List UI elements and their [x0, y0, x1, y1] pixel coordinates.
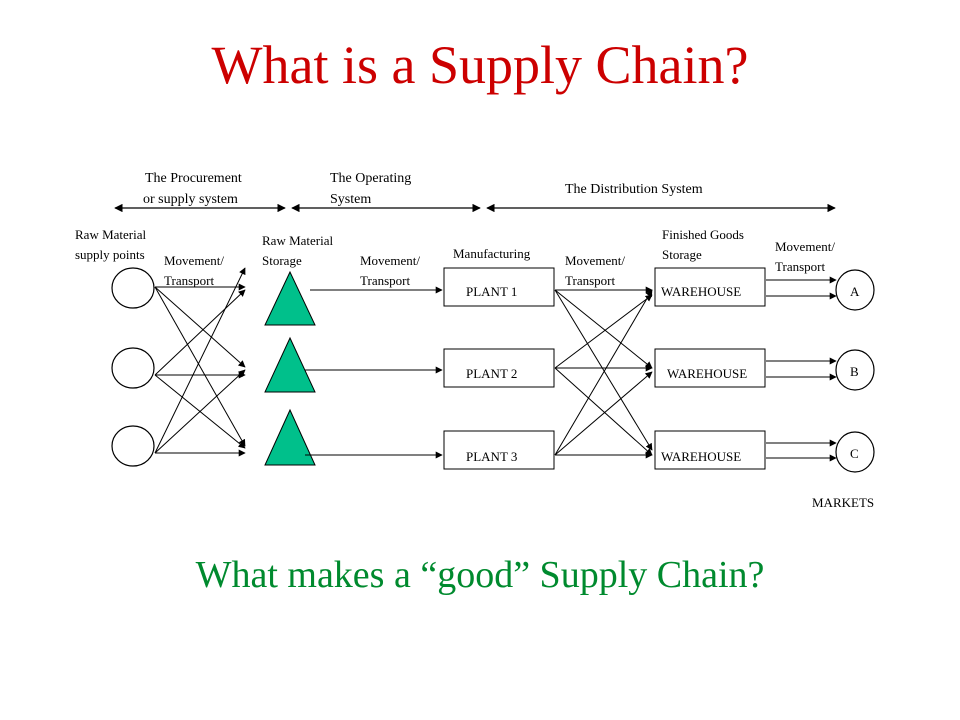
raw-storage-label-2: Storage: [262, 253, 302, 268]
movement-label-3a: Movement/: [565, 253, 625, 268]
supply-point-2: [111, 347, 155, 389]
movement-label-2b: Transport: [360, 273, 410, 288]
warehouse-3-label: WAREHOUSE: [661, 449, 741, 464]
plant-2: PLANT 2: [443, 348, 555, 388]
manufacturing-label: Manufacturing: [453, 246, 531, 261]
warehouse-1: WAREHOUSE: [654, 267, 766, 307]
slide-title: What is a Supply Chain?: [211, 35, 749, 95]
market-b-label: B: [850, 364, 859, 379]
storage-to-plant-arrows: [305, 286, 443, 459]
plant-3-label: PLANT 3: [466, 449, 517, 464]
procurement-label-1: The Procurement: [145, 171, 242, 186]
slide-subtitle: What makes a “good” Supply Chain?: [195, 554, 765, 596]
warehouse-2: WAREHOUSE: [654, 348, 766, 388]
raw-supply-label-2: supply points: [75, 247, 145, 262]
storage-triangle-2: [264, 336, 316, 393]
plant-2-label: PLANT 2: [466, 366, 517, 381]
movement-label-4a: Movement/: [775, 239, 835, 254]
storage-triangle-3: [264, 408, 316, 466]
market-a-label: A: [850, 284, 860, 299]
plant-3: PLANT 3: [443, 430, 555, 470]
procurement-label-2: or supply system: [143, 192, 238, 207]
supply-point-3: [111, 425, 155, 467]
raw-supply-label-1: Raw Material: [75, 227, 147, 242]
supply-point-1: [111, 267, 155, 309]
raw-storage-label-1: Raw Material: [262, 233, 334, 248]
movement-label-3b: Transport: [565, 273, 615, 288]
market-c: C: [835, 431, 875, 473]
plant-1: PLANT 1: [443, 267, 555, 307]
distribution-label: The Distribution System: [565, 182, 703, 197]
movement-label-4b: Transport: [775, 259, 825, 274]
markets-label: MARKETS: [812, 495, 874, 510]
finished-goods-label-1: Finished Goods: [662, 227, 744, 242]
warehouse-to-market-arrows: [766, 276, 837, 462]
storage-triangle-1: [264, 270, 316, 326]
movement-label-1b: Transport: [164, 273, 214, 288]
warehouse-1-label: WAREHOUSE: [661, 284, 741, 299]
warehouse-3: WAREHOUSE: [654, 430, 766, 470]
movement-label-2a: Movement/: [360, 253, 420, 268]
market-c-label: C: [850, 446, 859, 461]
market-b: B: [835, 349, 875, 391]
movement-label-1a: Movement/: [164, 253, 224, 268]
warehouse-2-label: WAREHOUSE: [667, 366, 747, 381]
plant-1-label: PLANT 1: [466, 284, 517, 299]
market-a: A: [835, 269, 875, 311]
operating-label-2: System: [330, 192, 371, 207]
plant-to-warehouse-arrows: [554, 286, 653, 459]
supply-to-storage-arrows: [154, 267, 246, 457]
finished-goods-label-2: Storage: [662, 247, 702, 262]
operating-label-1: The Operating: [330, 171, 411, 186]
